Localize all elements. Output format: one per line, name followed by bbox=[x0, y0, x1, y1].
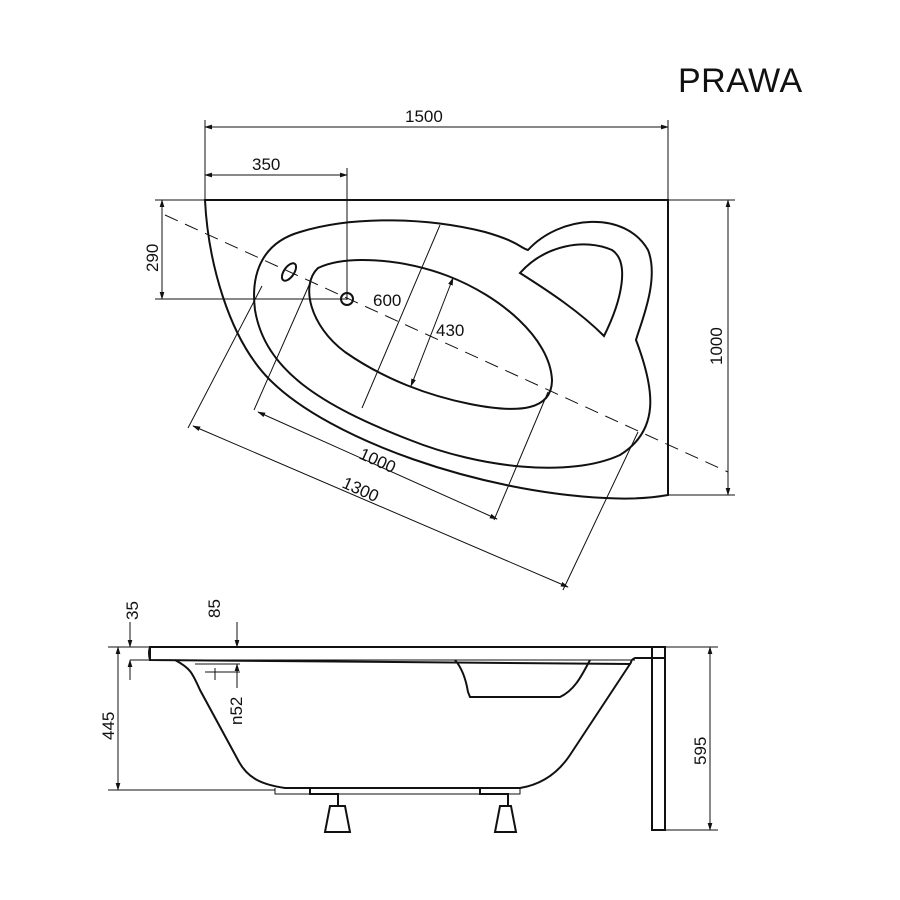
dim-overflow-hole-label: n52 bbox=[227, 697, 246, 725]
tub-rim bbox=[149, 646, 666, 666]
dim-inner-length-label: 1300 bbox=[339, 473, 381, 506]
dim-drain-diameter-label: 600 bbox=[373, 291, 401, 310]
side-title: PRAWA bbox=[678, 62, 803, 100]
dim-depth-label: 445 bbox=[99, 712, 118, 740]
tub-armrest bbox=[518, 243, 624, 338]
tub-body bbox=[174, 659, 631, 789]
dim-height-label: 1000 bbox=[707, 327, 726, 365]
tub-inner-rim bbox=[253, 219, 653, 469]
tub-seat-recess bbox=[454, 659, 591, 698]
dim-overflow-label: 85 bbox=[205, 599, 224, 618]
overflow-slot bbox=[280, 262, 298, 282]
front-panel bbox=[651, 646, 666, 831]
dim-drain-depth-label: 290 bbox=[143, 244, 162, 272]
center-axis bbox=[164, 214, 729, 473]
top-view: 1500 350 290 1000 600 430 1000 1300 bbox=[143, 107, 735, 591]
tub-foot-right bbox=[479, 788, 518, 833]
dim-basin-width-label: 430 bbox=[436, 321, 464, 340]
side-view: 35 85 n52 445 595 bbox=[99, 599, 718, 833]
tub-basin bbox=[308, 259, 554, 410]
dim-total-height-label: 595 bbox=[691, 737, 710, 765]
dim-width-label: 1500 bbox=[405, 107, 443, 126]
dim-rim-label: 35 bbox=[123, 601, 142, 620]
dim-basin-length-label: 1000 bbox=[356, 444, 398, 477]
tub-foot-left bbox=[309, 788, 352, 833]
dim-drain-offset-label: 350 bbox=[252, 155, 280, 174]
